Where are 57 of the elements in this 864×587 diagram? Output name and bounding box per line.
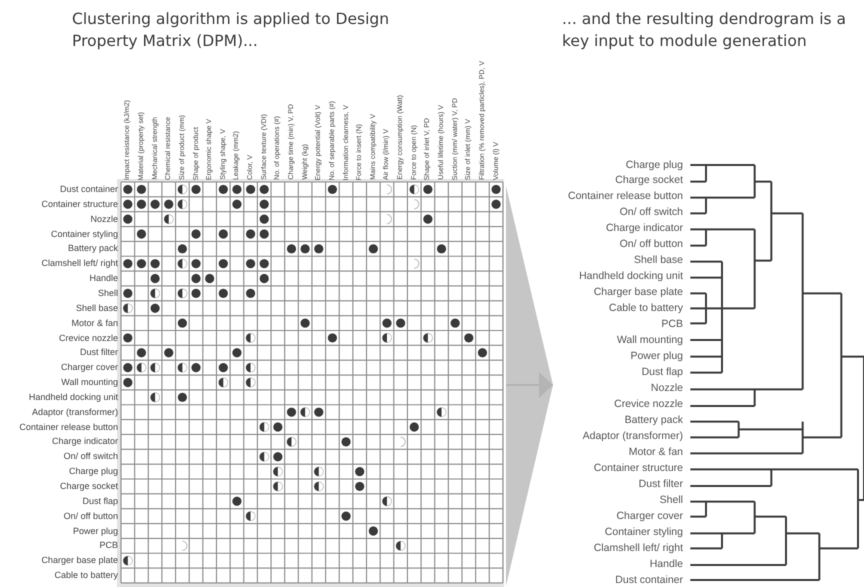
row-header: Charger cover (60, 361, 118, 374)
dendrogram-leaf-label: Charger base plate (594, 286, 683, 300)
row-header: Charge socket (60, 480, 118, 493)
dendrogram-leaf-label: Charge indicator (606, 222, 683, 236)
dendrogram-leaf-label: Shell base (634, 254, 683, 268)
row-header: Adaptor (transformer) (32, 406, 118, 419)
dendrogram-leaf-label: On/ off button (620, 238, 683, 252)
row-header: Dust container (60, 183, 118, 196)
row-header: Clamshell left/ right (41, 257, 118, 270)
dendrogram-leaf-label: Wall mounting (616, 334, 683, 348)
dendrogram-leaf-label: Dust container (615, 574, 683, 587)
row-header: Shell base (76, 302, 118, 315)
dendrogram-leaf-label: Clamshell left/ right (594, 542, 683, 555)
dendrogram-leaf-label: Dust filter (638, 478, 683, 491)
row-header: Shell (98, 286, 118, 300)
row-header: Container structure (41, 198, 118, 211)
row-header: Container release button (19, 420, 118, 434)
dendrogram-leaf-label: PCB (661, 318, 683, 332)
row-header: Cable to battery (54, 569, 118, 582)
dendrogram-leaf-label: Shell (660, 494, 683, 507)
row-header: Dust flap (82, 494, 118, 508)
row-header: Container styling (50, 228, 118, 241)
dendrogram-leaf-label: Adaptor (transformer) (582, 430, 683, 443)
row-header: On/ off switch (64, 450, 118, 464)
dendrogram-leaf-label: Charge socket (615, 174, 683, 188)
dendrogram-leaf-label: Crevice nozzle (614, 398, 683, 411)
row-header: Battery pack (68, 242, 118, 256)
row-header: Charger base plate (41, 554, 118, 568)
dendrogram-leaf-label: Handle (650, 558, 683, 571)
dendrogram-leaf-label: Power plug (630, 350, 683, 364)
dendrogram-leaf-label: Dust flap (642, 366, 683, 380)
dendrogram-leaf-label: Container structure (594, 462, 683, 475)
dendrogram-leaf-label: Container styling (604, 526, 683, 539)
row-header: Dust filter (80, 346, 118, 360)
row-header: On/ off button (64, 510, 118, 523)
dendrogram-leaf-label: Handheld docking unit (579, 270, 683, 284)
row-header: Charge indicator (52, 435, 118, 448)
row-header: Handheld docking unit (28, 390, 118, 404)
row-header: Crevice nozzle (58, 332, 118, 344)
row-header: Charge plug (68, 465, 118, 478)
dendrogram-leaf-label: Charger cover (616, 510, 683, 523)
row-header: PCB (99, 539, 118, 552)
dendrogram-leaf-label: Nozzle (650, 382, 683, 396)
panel-heading: Clustering algorithm is applied to Design Property Matrix (DPM)... (72, 9, 390, 52)
dendrogram-leaf-label: Charge plug (626, 158, 683, 172)
dendrogram-leaf-label: Container release button (568, 190, 683, 204)
dendrogram-leaf-label: Motor & fan (628, 446, 683, 459)
row-header: Power plug (72, 524, 118, 538)
dendrogram-leaf-label: Cable to battery (608, 302, 683, 316)
row-header: Wall mounting (61, 376, 118, 390)
row-header: Nozzle (90, 212, 118, 226)
design-property-matrix-drawing (117, 179, 504, 587)
dendrogram-leaf-label: Battery pack (624, 414, 683, 427)
row-header: Motor & fan (71, 316, 118, 330)
panel-heading: ... and the resulting dendrogram is a key input to module generation (562, 9, 848, 52)
row-header: Handle (89, 272, 118, 286)
dendrogram-leaf-label: On/ off switch (620, 206, 683, 220)
